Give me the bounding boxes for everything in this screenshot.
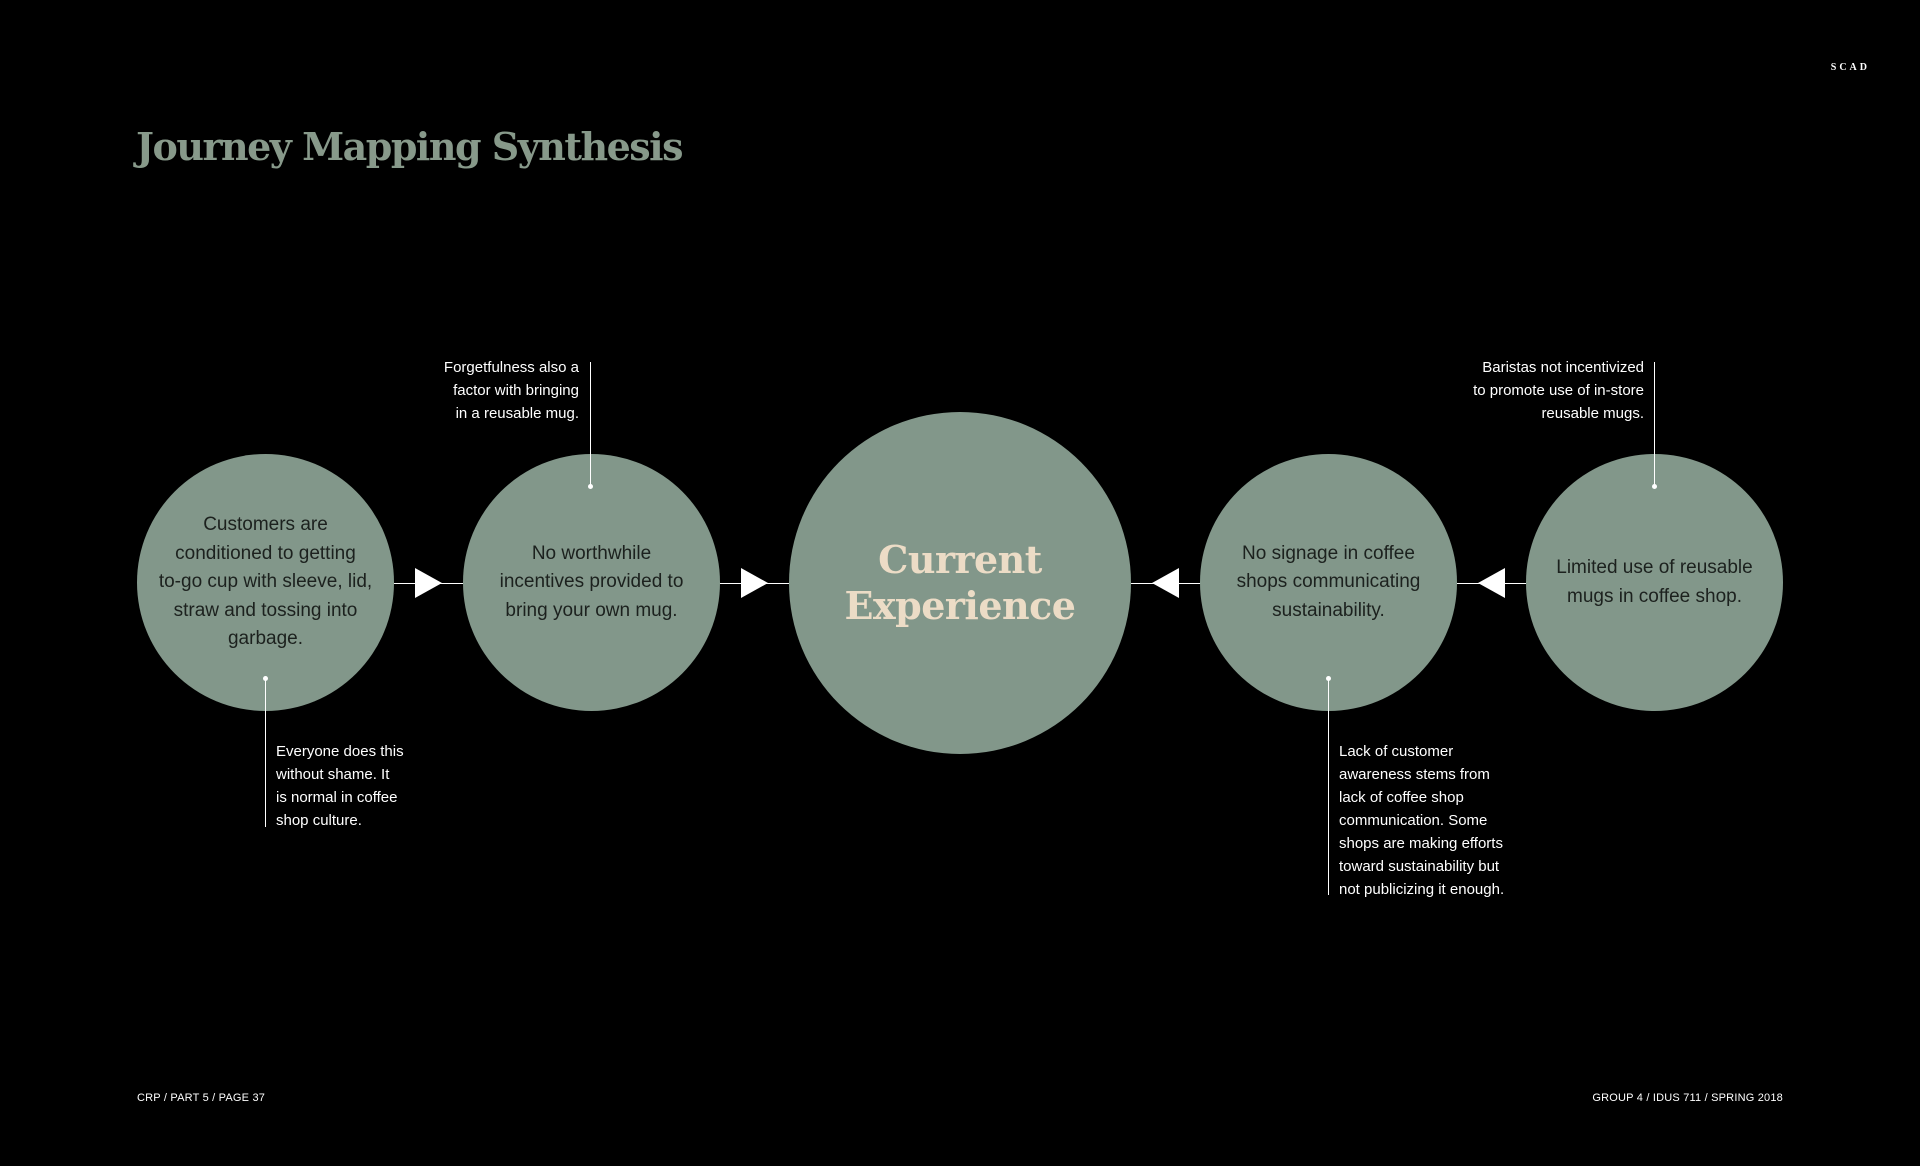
callout-line [1328, 678, 1329, 895]
callout-line [265, 678, 266, 827]
center-label: Current Experience [844, 537, 1076, 628]
callout-line [590, 362, 591, 486]
brand-logo: SCAD [1830, 62, 1870, 73]
callout-dot [1326, 676, 1331, 681]
arrow-right-icon [741, 568, 768, 598]
page-title: Journey Mapping Synthesis [136, 124, 684, 169]
footer-page-info: CRP / PART 5 / PAGE 37 [137, 1092, 266, 1104]
journey-step-conditioned: Customers are conditioned to getting to-… [137, 454, 394, 711]
callout-dot [263, 676, 268, 681]
arrow-left-icon [1152, 568, 1179, 598]
step-text: Customers are conditioned to getting to-… [158, 514, 373, 650]
callout-dot [1652, 484, 1657, 489]
step-text: No worthwhile incentives provided to bri… [499, 542, 684, 621]
journey-step-no-signage: No signage in coffee shops communicating… [1200, 454, 1457, 711]
note-everyone-does-this: Everyone does this without shame. It is … [276, 743, 404, 829]
footer-course-info: GROUP 4 / IDUS 711 / SPRING 2018 [1592, 1092, 1783, 1104]
current-experience-circle: Current Experience [789, 412, 1131, 754]
journey-step-no-incentives: No worthwhile incentives provided to bri… [463, 454, 720, 711]
callout-dot [588, 484, 593, 489]
note-baristas: Baristas not incentivized to promote use… [1473, 359, 1644, 422]
callout-line [1654, 362, 1655, 486]
journey-step-limited-use: Limited use of reusable mugs in coffee s… [1526, 454, 1783, 711]
arrow-right-icon [415, 568, 442, 598]
step-text: No signage in coffee shops communicating… [1236, 542, 1421, 621]
arrow-left-icon [1478, 568, 1505, 598]
note-forgetfulness: Forgetfulness also a factor with bringin… [443, 359, 579, 422]
step-text: Limited use of reusable mugs in coffee s… [1556, 557, 1753, 607]
note-lack-of-awareness: Lack of customer awareness stems from la… [1339, 743, 1505, 898]
